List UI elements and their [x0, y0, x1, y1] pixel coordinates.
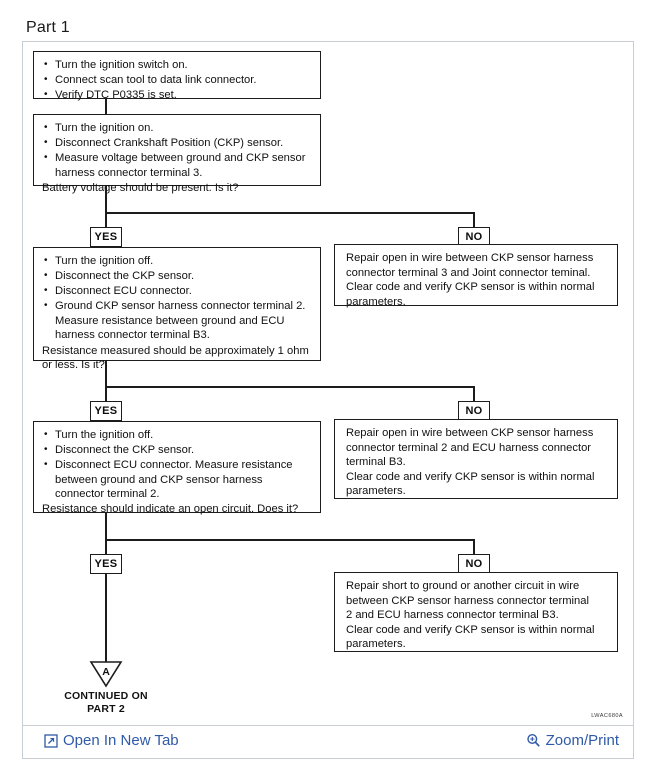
- step2-bullet-3: Measure voltage between ground and CKP s…: [42, 151, 312, 180]
- open-in-new-tab-button[interactable]: Open In New Tab: [43, 732, 179, 749]
- step3-bullet-1: Turn the ignition off.: [42, 254, 312, 269]
- no1-line-1: Repair open in wire between CKP sensor h…: [346, 252, 594, 264]
- no1-line-2: connector terminal 3 and Joint connector…: [346, 266, 591, 279]
- diagram-viewer-frame: Turn the ignition switch on. Connect sca…: [22, 41, 634, 759]
- external-link-icon: [43, 733, 58, 748]
- branch2-no-label: NO: [458, 401, 490, 421]
- no1-line-4: parameters.: [346, 295, 406, 308]
- offpage-connector-triangle: A: [89, 660, 123, 688]
- step1-bullet-1: Turn the ignition switch on.: [42, 58, 312, 73]
- step1-bullet-3: Verify DTC P0335 is set.: [42, 88, 312, 103]
- branch1-yes-drop: [105, 212, 107, 227]
- no3-line-4: Clear code and verify CKP sensor is with…: [346, 623, 595, 636]
- continued-on-caption-line2: PART 2: [87, 703, 125, 715]
- step2-bullet-2: Disconnect Crankshaft Position (CKP) sen…: [42, 136, 312, 151]
- branch1-stem: [105, 186, 107, 213]
- no2-line-4: Clear code and verify CKP sensor is with…: [346, 470, 595, 483]
- branch1-no-drop: [473, 212, 475, 227]
- svg-text:A: A: [102, 666, 110, 678]
- branch3-yes-label: YES: [90, 554, 122, 574]
- branch2-yes-label: YES: [90, 401, 122, 421]
- branch1-yes-label: YES: [90, 227, 122, 247]
- connector-step1-step2: [105, 99, 107, 114]
- step4-question: Resistance should indicate an open circu…: [42, 503, 299, 516]
- flow-box-no-result-2: Repair open in wire between CKP sensor h…: [334, 419, 618, 499]
- flow-box-step1: Turn the ignition switch on. Connect sca…: [33, 51, 321, 102]
- flow-box-no-result-1: Repair open in wire between CKP sensor h…: [334, 244, 618, 308]
- plate-code: LWAC680A: [591, 713, 623, 719]
- branch3-horizontal: [105, 539, 474, 541]
- magnifier-plus-icon: [526, 733, 541, 748]
- flow-box-step3: Turn the ignition off. Disconnect the CK…: [33, 247, 321, 371]
- step2-bullet-1: Turn the ignition on.: [42, 121, 312, 136]
- flow-box-no-result-3: Repair short to ground or another circui…: [334, 572, 618, 652]
- step1-bullet-2: Connect scan tool to data link connector…: [42, 73, 312, 88]
- branch1-horizontal: [105, 212, 474, 214]
- branch2-yes-drop: [105, 386, 107, 401]
- step3-bullet-4: Ground CKP sensor harness connector term…: [42, 299, 312, 343]
- step3-question: Resistance measured should be approximat…: [42, 344, 309, 372]
- branch3-yes-drop: [105, 539, 107, 554]
- flowchart-diagram: Turn the ignition switch on. Connect sca…: [23, 42, 633, 725]
- zoom-print-label: Zoom/Print: [545, 732, 619, 749]
- step3-bullet-3: Disconnect ECU connector.: [42, 284, 312, 299]
- continued-on-caption-line1: CONTINUED ON: [64, 690, 148, 702]
- step2-question: Battery voltage should be present. Is it…: [42, 181, 239, 194]
- no2-line-3: terminal B3.: [346, 456, 406, 469]
- no1-line-3: Clear code and verify CKP sensor is with…: [346, 281, 595, 294]
- flow-box-step4: Turn the ignition off. Disconnect the CK…: [33, 421, 321, 515]
- branch3-no-drop: [473, 539, 475, 554]
- no3-line-1: Repair short to ground or another circui…: [346, 580, 580, 592]
- step4-bullet-1: Turn the ignition off.: [42, 428, 312, 443]
- branch3-yes-tail: [105, 574, 107, 662]
- no3-line-3: 2 and ECU harness connector terminal B3.: [346, 609, 559, 622]
- no3-line-5: parameters.: [346, 638, 406, 651]
- zoom-print-button[interactable]: Zoom/Print: [526, 732, 619, 749]
- no2-line-5: parameters.: [346, 485, 406, 498]
- no2-line-2: connector terminal 2 and ECU harness con…: [346, 441, 592, 454]
- branch2-stem: [105, 361, 107, 387]
- open-in-new-tab-label: Open In New Tab: [63, 732, 179, 749]
- step3-bullet-2: Disconnect the CKP sensor.: [42, 269, 312, 284]
- viewer-footer-bar: Open In New Tab Zoom/Print: [23, 725, 633, 758]
- no3-line-2: between CKP sensor harness connector ter…: [346, 594, 589, 607]
- branch2-horizontal: [105, 386, 474, 388]
- step4-bullet-3: Disconnect ECU connector. Measure resist…: [42, 458, 312, 502]
- step4-bullet-2: Disconnect the CKP sensor.: [42, 443, 312, 458]
- branch3-stem: [105, 513, 107, 540]
- flow-box-step2: Turn the ignition on. Disconnect Cranksh…: [33, 114, 321, 194]
- branch3-no-label: NO: [458, 554, 490, 574]
- page-title: Part 1: [26, 19, 70, 36]
- no2-line-1: Repair open in wire between CKP sensor h…: [346, 427, 594, 439]
- branch2-no-drop: [473, 386, 475, 401]
